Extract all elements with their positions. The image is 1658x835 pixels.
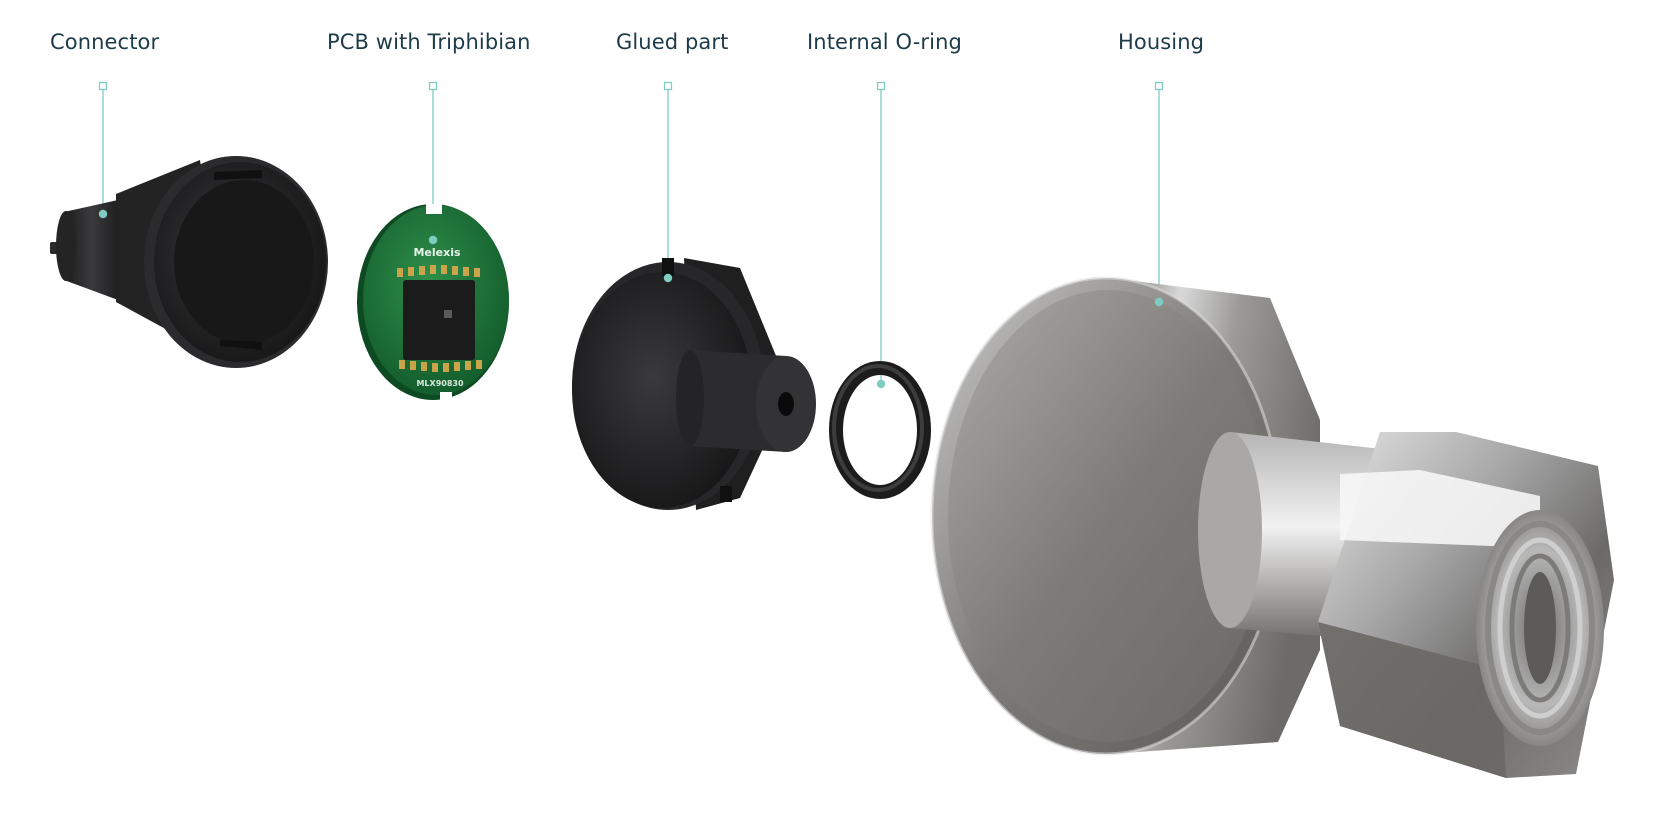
pcb-part: Melexis MLX90830 [357, 204, 509, 402]
anchor-housing [1155, 298, 1163, 306]
anchor-connector [99, 210, 107, 218]
anchor-internal-o-ring [877, 380, 885, 388]
anchor-pcb [429, 236, 437, 244]
leader-connector [100, 83, 107, 215]
leader-glued-part [665, 83, 672, 279]
connector-part [50, 156, 328, 368]
glued-part [572, 258, 816, 510]
anchor-glued-part [664, 274, 672, 282]
pcb-brand-text: Melexis [413, 246, 461, 259]
housing-part [932, 278, 1614, 778]
leader-housing [1156, 83, 1163, 303]
pcb-part-text: MLX90830 [416, 379, 463, 388]
leader-internal-o-ring [878, 83, 885, 385]
